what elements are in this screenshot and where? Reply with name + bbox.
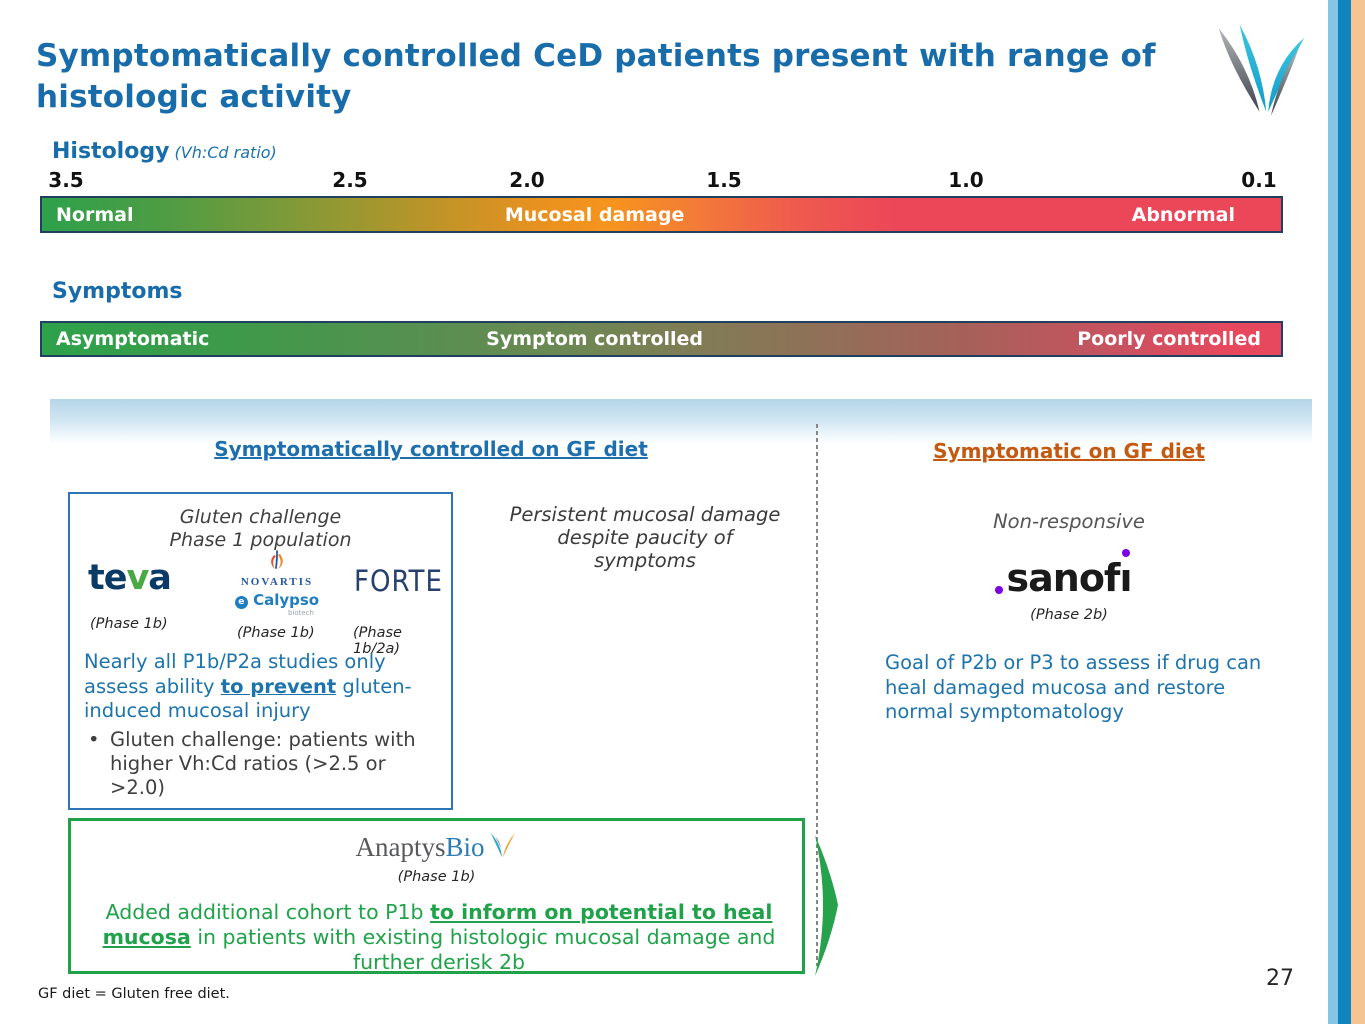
box-caption: Gluten challenge Phase 1 population xyxy=(70,506,451,552)
sanofi-logo: sanofı xyxy=(869,549,1269,600)
histology-abnormal-label: Abnormal xyxy=(1131,203,1235,226)
sanofi-i-dot xyxy=(1121,549,1130,557)
histology-section-label: Histology (Vh:Cd ratio) xyxy=(52,139,277,164)
emphasis-heal-mucosa: to inform on potential to heal mucosa xyxy=(102,900,773,949)
page-number: 27 xyxy=(1266,966,1294,991)
histology-gradient-bar: Normal Mucosal damage Abnormal xyxy=(40,196,1283,233)
bullet-text: Gluten challenge: patients with higher V… xyxy=(110,728,416,799)
persistent-damage-note: Persistent mucosal damage despite paucit… xyxy=(509,503,781,572)
histology-damage-label: Mucosal damage xyxy=(504,203,685,226)
anaptysbio-logo: AnaptysBio xyxy=(71,830,802,863)
anaptysbio-v-icon xyxy=(490,832,515,858)
anaptysbio-box: AnaptysBio (Phase 1b) Added additional c… xyxy=(68,818,805,974)
scale-tick: 2.0 xyxy=(509,168,545,192)
right-column-heading: Symptomatic on GF diet xyxy=(933,439,1205,463)
calypso-wordmark: e Calypso xyxy=(232,591,322,609)
teva-logo: teva xyxy=(88,558,172,598)
gluten-challenge-box: Gluten challenge Phase 1 population teva… xyxy=(68,492,453,810)
left-column-heading: Symptomatically controlled on GF diet xyxy=(214,437,648,461)
green-paragraph: Added additional cohort to P1b to inform… xyxy=(102,900,776,974)
poorly-controlled-label: Poorly controlled xyxy=(1077,328,1261,350)
bio-wordmark: Bio xyxy=(445,832,485,862)
caption-line2: Phase 1 population xyxy=(169,529,352,551)
teva-leaf-v: v xyxy=(126,558,149,598)
scale-tick: 0.1 xyxy=(1241,168,1277,192)
caption-line1: Gluten challenge xyxy=(179,506,342,528)
scale-tick: 1.5 xyxy=(706,168,742,192)
scale-tick: 3.5 xyxy=(48,168,84,192)
edge-stripe-blue xyxy=(1338,0,1351,1024)
symptoms-label: Symptoms xyxy=(52,279,183,304)
scale-tick: 1.0 xyxy=(948,168,984,192)
asymptomatic-label: Asymptomatic xyxy=(56,328,210,350)
footnote: GF diet = Gluten free diet. xyxy=(38,986,230,1002)
edge-stripe-peach xyxy=(1351,0,1365,1024)
sanofi-purple-dot xyxy=(994,586,1003,594)
non-responsive-label: Non-responsive xyxy=(993,510,1145,533)
edge-stripe-lightblue xyxy=(1328,0,1338,1024)
novartis-calypso-logo: NOVARTIS e Calypso biotech xyxy=(232,550,322,617)
anaptysbio-phase: (Phase 1b) xyxy=(397,869,476,885)
histology-sublabel: (Vh:Cd ratio) xyxy=(174,143,277,162)
section-band xyxy=(50,399,1312,445)
calypso-icon: e xyxy=(234,596,248,609)
bullet-item: • Gluten challenge: patients with higher… xyxy=(84,728,424,800)
emphasis-to-prevent: to prevent xyxy=(220,674,337,698)
left-paragraph: Nearly all P1b/P2a studies only assess a… xyxy=(84,650,412,722)
green-arrow-icon xyxy=(815,835,838,976)
sanofi-phase: (Phase 2b) xyxy=(1030,607,1108,623)
anaptys-wordmark: Anaptys xyxy=(355,832,446,862)
column-divider xyxy=(816,424,818,966)
novartis-wordmark: NOVARTIS xyxy=(240,576,314,588)
right-paragraph: Goal of P2b or P3 to assess if drug can … xyxy=(885,651,1262,723)
symptom-controlled-label: Symptom controlled xyxy=(486,328,704,350)
histology-label: Histology xyxy=(52,139,170,164)
page-title: Symptomatically controlled CeD patients … xyxy=(36,38,1156,115)
bullet-icon: • xyxy=(88,728,100,751)
scale-tick: 2.5 xyxy=(332,168,368,192)
symptoms-gradient-bar: Asymptomatic Symptom controlled Poorly c… xyxy=(40,321,1283,357)
forte-phase: (Phase 1b/2a) xyxy=(353,625,402,657)
teva-phase: (Phase 1b) xyxy=(90,616,168,632)
histology-normal-label: Normal xyxy=(56,203,134,226)
novartis-phase: (Phase 1b) xyxy=(237,625,315,641)
calypso-subtext: biotech xyxy=(287,609,314,617)
forte-logo: FORTE xyxy=(354,564,443,598)
anaptysbio-chevron-logo-icon xyxy=(1218,24,1305,116)
novartis-flame-icon xyxy=(271,550,283,569)
